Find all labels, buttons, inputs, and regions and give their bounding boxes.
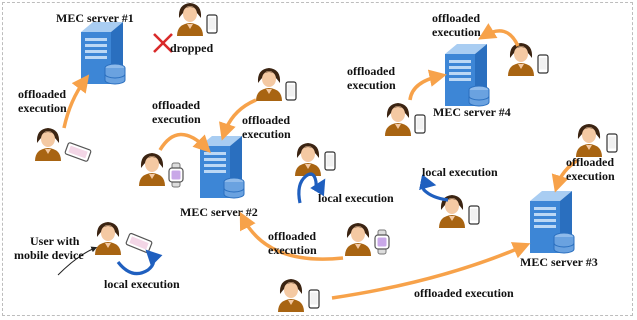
diagram-frame xyxy=(2,2,633,316)
offload-arrow-1 xyxy=(62,74,90,129)
label-user-with: User with xyxy=(30,234,80,248)
dropped-label: dropped xyxy=(170,41,213,55)
local-arrow-2 xyxy=(419,174,449,202)
label-execution-1: execution xyxy=(18,101,67,115)
label-execution-2: execution xyxy=(152,112,201,126)
user-person-icon-8 xyxy=(95,222,121,255)
tablet-icon-1 xyxy=(64,141,92,163)
offload-arrow-7 xyxy=(408,69,447,101)
server-icon-3 xyxy=(529,190,575,254)
label-offloaded-7: offloaded xyxy=(566,155,614,169)
label-local-1: local execution xyxy=(318,191,394,205)
user-person-icon-dropped xyxy=(177,3,203,36)
server-icon-4 xyxy=(444,43,490,107)
user-pointer-arrow xyxy=(57,246,98,276)
label-execution-6: execution xyxy=(432,25,481,39)
user-person-icon-11 xyxy=(576,124,602,157)
label-execution-4: execution xyxy=(268,243,317,257)
server-label-4: MEC server #4 xyxy=(433,105,511,119)
offload-arrow-4 xyxy=(239,211,344,261)
user-person-icon-6 xyxy=(345,223,371,256)
user-person-icon-1 xyxy=(35,128,61,161)
user-person-icon-9 xyxy=(385,103,411,136)
server-label-1: MEC server #1 xyxy=(56,11,134,25)
label-offloaded-4: offloaded xyxy=(268,229,316,243)
local-arrow-1 xyxy=(297,172,326,204)
offload-arrow-3 xyxy=(219,98,257,141)
user-person-icon-7 xyxy=(278,279,304,312)
tablet-icon-8 xyxy=(125,232,153,254)
server-label-3: MEC server #3 xyxy=(520,255,598,269)
server-icon-1 xyxy=(80,21,126,85)
label-local-3: local execution xyxy=(104,277,180,291)
dropped-x-icon xyxy=(153,33,173,53)
label-local-2: local execution xyxy=(422,165,498,179)
label-mobile-device: mobile device xyxy=(14,248,84,262)
user-person-icon-10 xyxy=(508,43,534,76)
user-person-icon-3 xyxy=(256,68,282,101)
watch-icon-2 xyxy=(168,162,184,188)
phone-icon-9 xyxy=(414,114,426,134)
phone-icon-11 xyxy=(606,133,618,153)
label-offloaded-bottom: offloaded execution xyxy=(414,286,514,300)
phone-icon-7 xyxy=(308,289,320,309)
phone-icon-4 xyxy=(324,151,336,171)
watch-icon-6 xyxy=(374,229,390,255)
label-execution-7: execution xyxy=(566,169,615,183)
offload-arrow-2 xyxy=(158,132,211,153)
phone-icon-10 xyxy=(537,54,549,74)
offload-arrow-5 xyxy=(331,242,531,300)
phone-icon-dropped xyxy=(206,14,218,34)
user-person-icon-4 xyxy=(295,143,321,176)
label-offloaded-3: offloaded xyxy=(242,113,290,127)
phone-icon-5 xyxy=(468,205,480,225)
label-offloaded-5: offloaded xyxy=(347,64,395,78)
local-arrow-3 xyxy=(116,249,163,276)
phone-icon-3 xyxy=(285,81,297,101)
label-offloaded-2: offloaded xyxy=(152,98,200,112)
label-offloaded-1: offloaded xyxy=(18,87,66,101)
label-execution-5: execution xyxy=(347,78,396,92)
label-offloaded-6: offloaded xyxy=(432,11,480,25)
offload-arrow-6 xyxy=(551,158,579,193)
server-icon-2 xyxy=(199,135,245,199)
server-label-2: MEC server #2 xyxy=(180,205,258,219)
offload-arrow-8 xyxy=(478,23,520,47)
label-execution-3: execution xyxy=(242,127,291,141)
user-person-icon-2 xyxy=(139,153,165,186)
